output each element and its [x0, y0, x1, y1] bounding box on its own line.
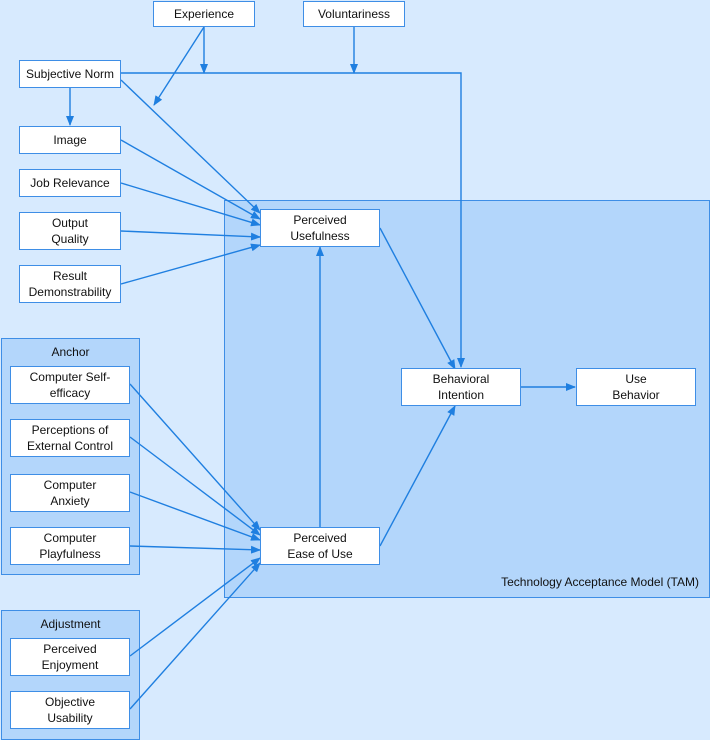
perceived-ease-of-use-node: Perceived Ease of Use: [260, 527, 380, 565]
arrow-exp-diag: [153, 26, 205, 106]
arrow-sn-pu: [120, 79, 261, 214]
behavioral-intention-node: Behavioral Intention: [401, 368, 521, 406]
computer-playfulness-node: Computer Playfulness: [10, 527, 130, 565]
adjustment-title: Adjustment: [40, 617, 101, 631]
anchor-title: Anchor: [51, 345, 90, 359]
perceived-usefulness-node: Perceived Usefulness: [260, 209, 380, 247]
output-quality-node: Output Quality: [19, 212, 121, 250]
perceptions-of-external-control-node: Perceptions of External Control: [10, 419, 130, 457]
use-behavior-node: Use Behavior: [576, 368, 696, 406]
voluntariness-node: Voluntariness: [303, 1, 405, 27]
job-relevance-node: Job Relevance: [19, 169, 121, 197]
result-demonstrability-node: Result Demonstrability: [19, 265, 121, 303]
tam-label: Technology Acceptance Model (TAM): [501, 575, 699, 589]
computer-anxiety-node: Computer Anxiety: [10, 474, 130, 512]
perceived-enjoyment-node: Perceived Enjoyment: [10, 638, 130, 676]
objective-usability-node: Objective Usability: [10, 691, 130, 729]
computer-self-efficacy-node: Computer Self- efficacy: [10, 366, 130, 404]
image-node: Image: [19, 126, 121, 154]
subjective-norm-node: Subjective Norm: [19, 60, 121, 88]
experience-node: Experience: [153, 1, 255, 27]
